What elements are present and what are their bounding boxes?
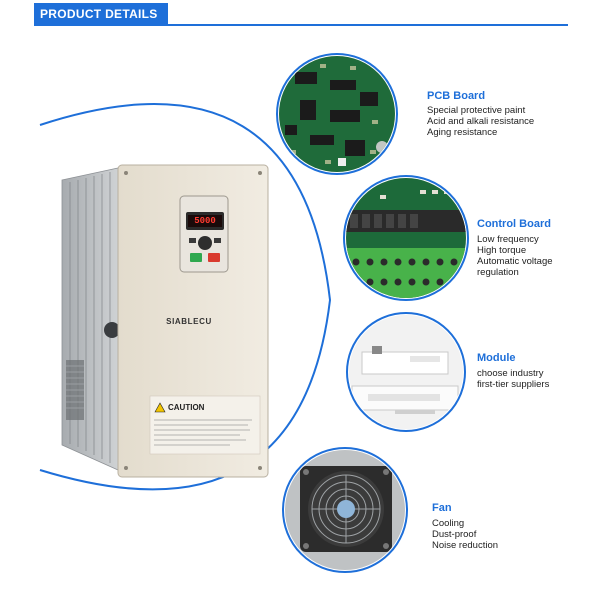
feature-desc-module: choose industry first-tier suppliers xyxy=(477,368,550,390)
section-header: PRODUCT DETAILS xyxy=(0,0,600,28)
caution-label: CAUTION xyxy=(168,403,205,412)
control-board-photo xyxy=(343,175,469,301)
feature-title-pcb: PCB Board xyxy=(427,90,486,102)
feature-title-control: Control Board xyxy=(477,218,551,230)
feature-desc-pcb: Special protective paint Acid and alkali… xyxy=(427,105,535,138)
feature-desc-fan: Cooling Dust-proof Noise reduction xyxy=(432,518,499,551)
pcb-board-photo xyxy=(276,53,398,175)
decorative-arc xyxy=(39,103,332,491)
heatsink xyxy=(61,167,120,471)
feature-desc-control: Low frequency High torque Automatic volt… xyxy=(477,234,553,278)
module-photo xyxy=(346,312,466,432)
keypad-display: 5000 xyxy=(188,215,222,227)
brand-logo: SIABLECU xyxy=(166,317,212,326)
fan-photo xyxy=(282,447,408,573)
header-divider xyxy=(34,24,568,26)
feature-title-fan: Fan xyxy=(432,502,452,514)
section-title: PRODUCT DETAILS xyxy=(34,3,168,25)
feature-title-module: Module xyxy=(477,352,516,364)
